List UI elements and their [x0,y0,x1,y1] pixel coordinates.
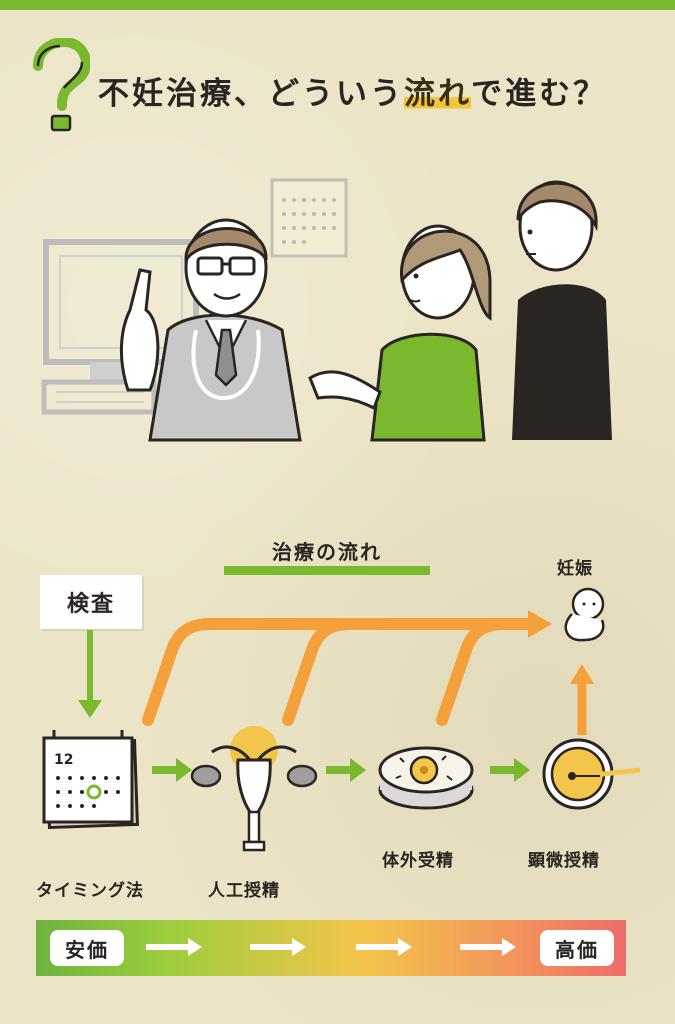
step-label-iui: 人工授精 [208,881,280,901]
woman-figure [308,224,492,442]
title-part1: 不妊治療、どういう [98,76,404,112]
step-arrows [152,758,530,782]
cost-low-label: 安価 [50,930,124,966]
page-title: 不妊治療、どういう流れで進む？ [98,68,607,113]
petri-dish-icon [378,746,474,810]
exam-down-arrow [78,630,102,718]
step-label-ivf: 体外受精 [382,851,454,871]
pregnancy-up-arrow [570,664,594,735]
calendar-number: 12 [54,752,73,768]
flow-title: 治療の流れ [272,540,382,564]
step-label-icsi: 顕微授精 [528,851,600,871]
baby-icon [564,587,605,642]
man-figure [512,180,612,440]
cost-high-label: 高価 [540,930,614,966]
exam-box: 検査 [40,575,142,629]
doctor-figure [120,218,302,442]
title-part2: で進む？ [471,76,608,112]
cost-gradient-bar [36,920,626,976]
question-mark-icon [33,38,90,132]
top-accent-bar [0,0,675,10]
orange-arrowhead [528,610,552,638]
white-arrow-icons [146,938,516,956]
microinjection-icon [542,738,641,810]
calendar-icon [42,730,139,830]
flow-title-underline [224,566,430,575]
consultation-illustration [41,178,612,442]
orange-flow-arrows [142,618,536,726]
pregnancy-label: 妊娠 [557,559,593,579]
uterus-icon [190,726,318,852]
wall-calendar [270,178,348,258]
title-highlight: 流れ [404,76,472,112]
step-label-timing: タイミング法 [36,881,144,901]
